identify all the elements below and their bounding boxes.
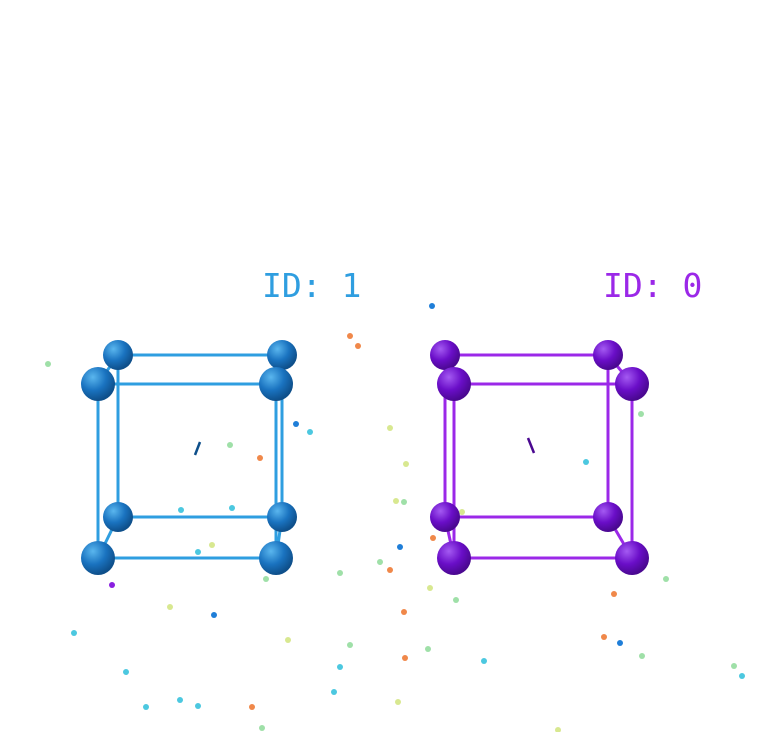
particle bbox=[403, 461, 409, 467]
particle bbox=[167, 604, 173, 610]
particle bbox=[402, 655, 408, 661]
node bbox=[103, 340, 133, 370]
particle bbox=[601, 634, 607, 640]
node bbox=[81, 541, 115, 575]
left-box-id-label: ID: 1 bbox=[262, 266, 361, 305]
particles bbox=[45, 303, 745, 732]
particle bbox=[178, 507, 184, 513]
node bbox=[430, 502, 460, 532]
particle bbox=[583, 459, 589, 465]
node bbox=[103, 502, 133, 532]
particle bbox=[263, 576, 269, 582]
particle bbox=[285, 637, 291, 643]
particle bbox=[481, 658, 487, 664]
particle bbox=[45, 361, 51, 367]
particle bbox=[453, 597, 459, 603]
particle bbox=[331, 689, 337, 695]
particle bbox=[227, 442, 233, 448]
particle bbox=[211, 612, 217, 618]
particle bbox=[257, 455, 263, 461]
particle bbox=[229, 505, 235, 511]
node bbox=[81, 367, 115, 401]
particle bbox=[611, 591, 617, 597]
left-center-marker bbox=[193, 441, 202, 456]
particle bbox=[195, 549, 201, 555]
particle bbox=[639, 653, 645, 659]
particle bbox=[259, 725, 265, 731]
particle bbox=[347, 333, 353, 339]
particle bbox=[307, 429, 313, 435]
node bbox=[593, 502, 623, 532]
node bbox=[430, 340, 460, 370]
particle bbox=[459, 509, 465, 515]
particle bbox=[638, 411, 644, 417]
right-box-frame[interactable] bbox=[430, 340, 649, 575]
node bbox=[267, 502, 297, 532]
right-center-marker bbox=[526, 437, 536, 454]
particle bbox=[397, 544, 403, 550]
node bbox=[437, 541, 471, 575]
right-box-nodes bbox=[430, 340, 649, 575]
node bbox=[437, 367, 471, 401]
particle bbox=[739, 673, 745, 679]
node bbox=[259, 367, 293, 401]
particle bbox=[387, 567, 393, 573]
right-box-id-label: ID: 0 bbox=[603, 266, 702, 305]
particle bbox=[143, 704, 149, 710]
particle bbox=[663, 576, 669, 582]
node bbox=[615, 541, 649, 575]
particle bbox=[427, 585, 433, 591]
particle bbox=[337, 664, 343, 670]
particle bbox=[429, 303, 435, 309]
particle bbox=[337, 570, 343, 576]
particle bbox=[293, 421, 299, 427]
particle bbox=[347, 642, 353, 648]
particle bbox=[731, 663, 737, 669]
particle bbox=[209, 542, 215, 548]
left-box-nodes bbox=[81, 340, 297, 575]
particle bbox=[555, 727, 561, 732]
particle bbox=[387, 425, 393, 431]
node bbox=[615, 367, 649, 401]
particle bbox=[401, 609, 407, 615]
node bbox=[259, 541, 293, 575]
particle bbox=[71, 630, 77, 636]
particle bbox=[393, 498, 399, 504]
particle bbox=[401, 499, 407, 505]
particle bbox=[377, 559, 383, 565]
left-box-frame[interactable] bbox=[81, 340, 297, 575]
particle bbox=[109, 582, 115, 588]
particle bbox=[249, 704, 255, 710]
particle bbox=[195, 703, 201, 709]
particle bbox=[617, 640, 623, 646]
node bbox=[267, 340, 297, 370]
particle bbox=[430, 535, 436, 541]
particle bbox=[177, 697, 183, 703]
node bbox=[593, 340, 623, 370]
particle bbox=[355, 343, 361, 349]
particle bbox=[395, 699, 401, 705]
particle bbox=[425, 646, 431, 652]
particle bbox=[123, 669, 129, 675]
